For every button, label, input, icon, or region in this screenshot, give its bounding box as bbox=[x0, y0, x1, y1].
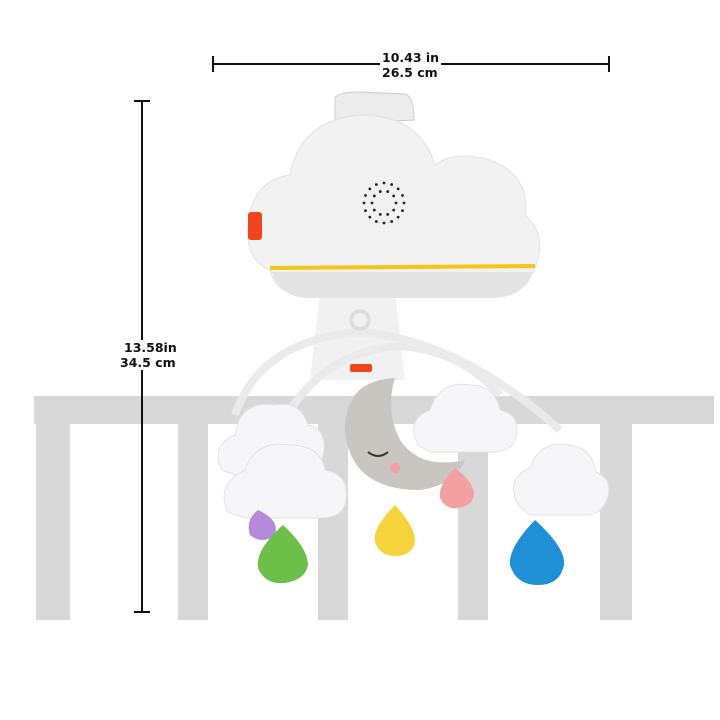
grille-dot bbox=[374, 183, 378, 186]
width-label: 10.43 in 26.5 cm bbox=[380, 50, 442, 80]
grille-dot bbox=[392, 194, 396, 198]
grille-dot bbox=[370, 201, 374, 205]
grille-dot bbox=[390, 183, 394, 186]
plush-clouds bbox=[217, 383, 610, 519]
width-inches: 10.43 in bbox=[382, 50, 440, 65]
brand-tag bbox=[248, 212, 262, 240]
grille-dot bbox=[362, 201, 366, 205]
grille-dot bbox=[392, 208, 396, 212]
grille-dot bbox=[368, 215, 372, 219]
width-cm: 26.5 cm bbox=[382, 65, 438, 80]
grille-dot bbox=[378, 213, 382, 216]
grille-dot bbox=[386, 213, 390, 216]
grille-dot bbox=[368, 187, 372, 191]
felt-raindrops bbox=[248, 468, 565, 585]
grille-dot bbox=[390, 220, 394, 223]
moon-toy bbox=[345, 378, 465, 490]
grille-dot bbox=[396, 187, 400, 191]
grille-dot bbox=[402, 201, 406, 205]
grille-dot bbox=[386, 190, 390, 193]
height-label: 13.58in 34.5 cm bbox=[118, 340, 179, 370]
mobile-arms bbox=[231, 327, 563, 433]
grille-dot bbox=[364, 193, 367, 197]
height-cm: 34.5 cm bbox=[120, 355, 176, 370]
grille-dot bbox=[374, 220, 378, 223]
grille-dot bbox=[364, 209, 367, 213]
grille-dot bbox=[372, 208, 376, 212]
grille-dot bbox=[396, 215, 400, 219]
grille-dot bbox=[382, 181, 386, 185]
height-inches: 13.58in bbox=[124, 340, 177, 355]
grille-dot bbox=[401, 193, 404, 197]
grille-dot bbox=[401, 209, 404, 213]
grille-dot bbox=[382, 221, 386, 225]
speaker-grille bbox=[362, 181, 406, 225]
grille-dot bbox=[378, 190, 382, 193]
grille-dot bbox=[394, 201, 398, 205]
grille-dot bbox=[372, 194, 376, 198]
